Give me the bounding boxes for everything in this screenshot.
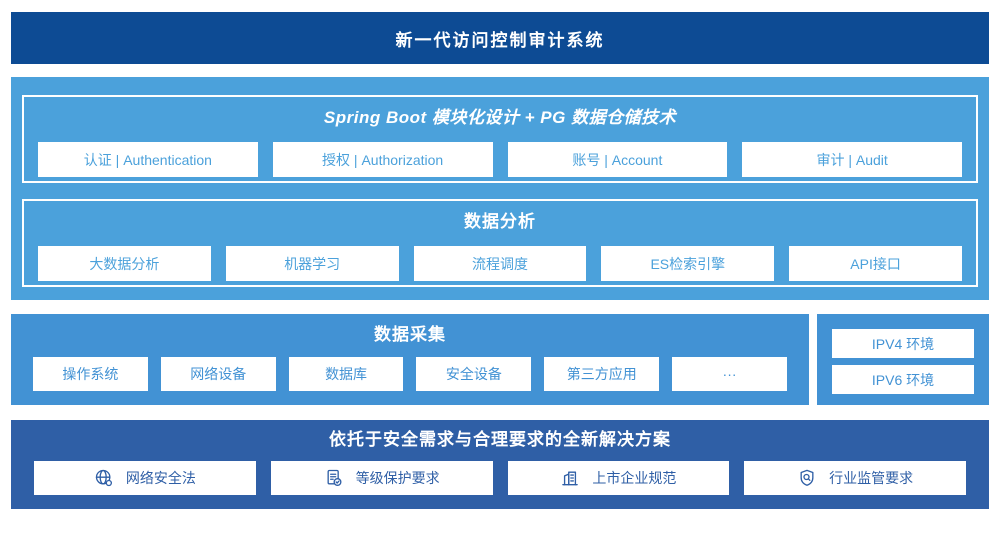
source-third-party-app: 第三方应用 <box>544 357 660 391</box>
source-ellipsis: ··· <box>672 357 787 391</box>
module-flow-scheduling: 流程调度 <box>413 246 587 281</box>
module-account: 账号 | Account <box>507 142 728 177</box>
requirement-industry-supervision: 行业监管要求 <box>744 461 966 495</box>
requirement-label: 等级保护要求 <box>355 470 440 486</box>
data-collection-items-row: 操作系统 网络设备 数据库 安全设备 第三方应用 ··· <box>33 357 787 391</box>
source-database: 数据库 <box>288 357 404 391</box>
requirement-network-security-law: 网络安全法 <box>34 461 256 495</box>
collection-row: 数据采集 操作系统 网络设备 数据库 安全设备 第三方应用 ··· IPV4 环… <box>11 314 989 405</box>
shield-search-icon <box>797 468 817 488</box>
data-analysis-frame: 数据分析 大数据分析 机器学习 流程调度 ES检索引擎 API接口 <box>22 199 978 287</box>
building-icon <box>560 468 580 488</box>
solution-items-row: 网络安全法 等级保护要求 <box>34 461 966 495</box>
requirement-label: 网络安全法 <box>125 470 196 486</box>
module-api: API接口 <box>789 246 962 281</box>
module-es-search: ES检索引擎 <box>601 246 775 281</box>
module-machine-learning: 机器学习 <box>225 246 399 281</box>
document-check-icon <box>324 468 344 488</box>
platform-section: Spring Boot 模块化设计 + PG 数据仓储技术 认证 | Authe… <box>11 77 989 300</box>
data-analysis-title: 数据分析 <box>464 212 536 231</box>
diagram-page: 新一代访问控制审计系统 Spring Boot 模块化设计 + PG 数据仓储技… <box>0 12 1000 541</box>
solution-section: 依托于安全需求与合理要求的全新解决方案 网络安全法 <box>11 420 989 509</box>
data-analysis-row: 大数据分析 机器学习 流程调度 ES检索引擎 API接口 <box>38 246 962 281</box>
ipv6-environment: IPV6 环境 <box>832 365 974 394</box>
solution-title: 依托于安全需求与合理要求的全新解决方案 <box>329 430 671 449</box>
source-security-device: 安全设备 <box>416 357 532 391</box>
data-collection-title: 数据采集 <box>374 325 446 344</box>
globe-icon <box>94 468 114 488</box>
requirement-classified-protection: 等级保护要求 <box>270 461 493 495</box>
system-title: 新一代访问控制审计系统 <box>395 30 605 50</box>
requirement-label: 行业监管要求 <box>829 470 914 486</box>
module-bigdata-analysis: 大数据分析 <box>38 246 211 281</box>
requirement-listed-company: 上市企业规范 <box>507 461 730 495</box>
ipv4-environment: IPV4 环境 <box>832 329 974 358</box>
springboot-title: Spring Boot 模块化设计 + PG 数据仓储技术 <box>323 108 677 127</box>
springboot-module-row: 认证 | Authentication 授权 | Authorization 账… <box>38 142 962 177</box>
requirement-label: 上市企业规范 <box>592 470 677 486</box>
springboot-frame: Spring Boot 模块化设计 + PG 数据仓储技术 认证 | Authe… <box>22 95 978 183</box>
source-operating-system: 操作系统 <box>33 357 148 391</box>
source-network-device: 网络设备 <box>160 357 276 391</box>
data-collection-section: 数据采集 操作系统 网络设备 数据库 安全设备 第三方应用 ··· <box>11 314 809 405</box>
system-title-banner: 新一代访问控制审计系统 <box>11 12 989 64</box>
module-audit: 审计 | Audit <box>742 142 962 177</box>
module-authorization: 授权 | Authorization <box>272 142 493 177</box>
module-authentication: 认证 | Authentication <box>38 142 258 177</box>
ip-environment-block: IPV4 环境 IPV6 环境 <box>817 314 989 405</box>
